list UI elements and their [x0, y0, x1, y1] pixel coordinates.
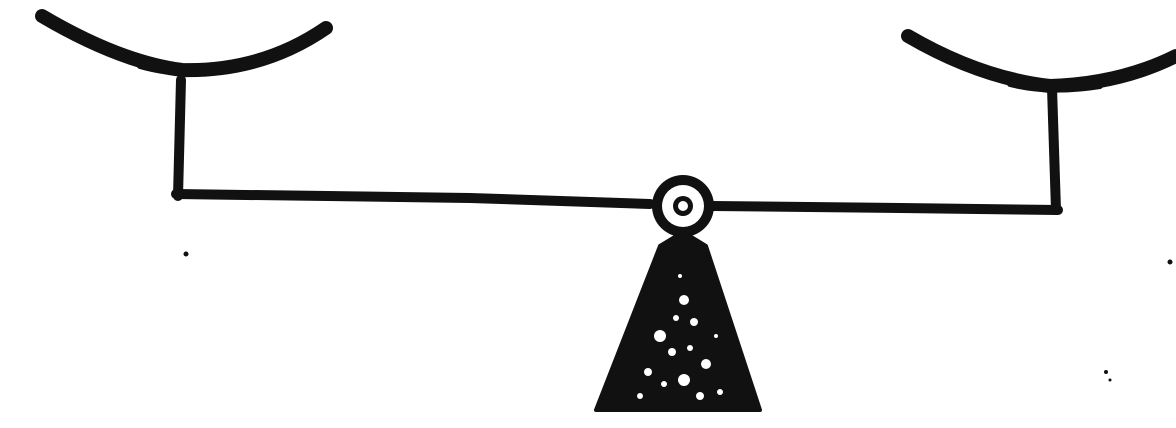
left-pan: [42, 16, 326, 70]
speck-bottom-right: [1104, 370, 1108, 374]
beam: [176, 194, 650, 204]
right-hanger: [1052, 88, 1056, 210]
speck-right: [1168, 260, 1173, 265]
left-hanger: [178, 80, 181, 196]
pivot: [652, 175, 714, 237]
speck-left: [184, 252, 189, 257]
beam-right: [712, 206, 1058, 210]
stand: [596, 232, 760, 410]
speck-bottom-right-2: [1109, 379, 1112, 382]
right-pan: [908, 36, 1176, 86]
